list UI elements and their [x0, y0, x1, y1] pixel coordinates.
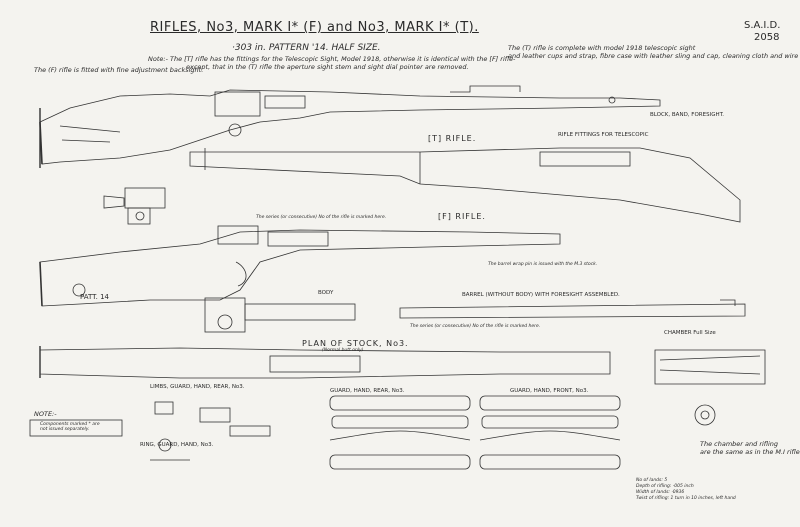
rifle-f-drawing [39, 225, 561, 307]
hand-guards-drawing [329, 395, 621, 470]
label-rifle-fittings: RIFLE FITTINGS FOR TELESCOPIC [558, 132, 649, 138]
note-body: Components marked * are not issued separ… [40, 422, 100, 432]
note-chamber-rifling: The chamber and rifling are the same as … [700, 440, 800, 456]
label-body: BODY [318, 290, 334, 296]
rifle-t-barrel-drawing [189, 147, 741, 223]
label-chamber: CHAMBER Full Size [664, 330, 716, 336]
label-series-note: The series (or consecutive) No of the ri… [256, 215, 387, 220]
label-barrel: BARREL (WITHOUT BODY) WITH FORESIGHT ASS… [462, 292, 620, 298]
label-guard-rear: GUARD, HAND, REAR, No3. [330, 388, 405, 394]
small-parts-drawing [150, 401, 271, 461]
note-t-rifle: The (T) rifle is complete with model 191… [508, 44, 800, 60]
label-plan-of-stock: PLAN OF STOCK, No3. [302, 339, 409, 348]
rifle-t-complete-drawing [39, 85, 661, 168]
chamber-diagram [654, 349, 766, 426]
note-box [29, 419, 123, 437]
label-ring: RING, GUARD, HAND, No3. [140, 442, 214, 448]
label-barrel-note: The series (or consecutive) No of the ri… [410, 324, 541, 329]
note-1: Note:- The [T] rifle has the fittings fo… [148, 55, 516, 71]
label-plan-note: (Normal butt only) [322, 348, 364, 353]
stock-plan-drawing [39, 346, 611, 379]
note-title: NOTE:- [34, 410, 57, 418]
label-t-rifle: [T] RIFLE. [428, 134, 477, 143]
bolt-detail-drawing [103, 187, 166, 225]
label-f-rifle: [F] RIFLE. [438, 212, 486, 221]
drawing-code: S.A.I.D. [744, 20, 781, 31]
barrel-drawing [399, 299, 746, 319]
drawing-title: RIFLES, No3, MARK I* (F) and No3, MARK I… [150, 20, 479, 35]
stamp-patt: PATT. 14 [80, 293, 109, 301]
label-limbs: LIMBS, GUARD, HAND, REAR, No3. [150, 384, 245, 390]
label-guard-front: GUARD, HAND, FRONT, No3. [510, 388, 589, 394]
note-rifling-specs: No of lands: 5 Depth of rifling: ·005 in… [636, 478, 736, 501]
label-block: BLOCK, BAND, FORESIGHT. [650, 112, 725, 118]
drawing-number: 2058 [754, 32, 780, 43]
action-view-drawing [204, 297, 356, 333]
note-f-rifle: The (F) rifle is fitted with fine adjust… [34, 66, 204, 74]
label-band-note: The barrel wrap pin is issued with the M… [488, 262, 598, 267]
subtitle: ·303 in. PATTERN '14. HALF SIZE. [232, 43, 381, 53]
